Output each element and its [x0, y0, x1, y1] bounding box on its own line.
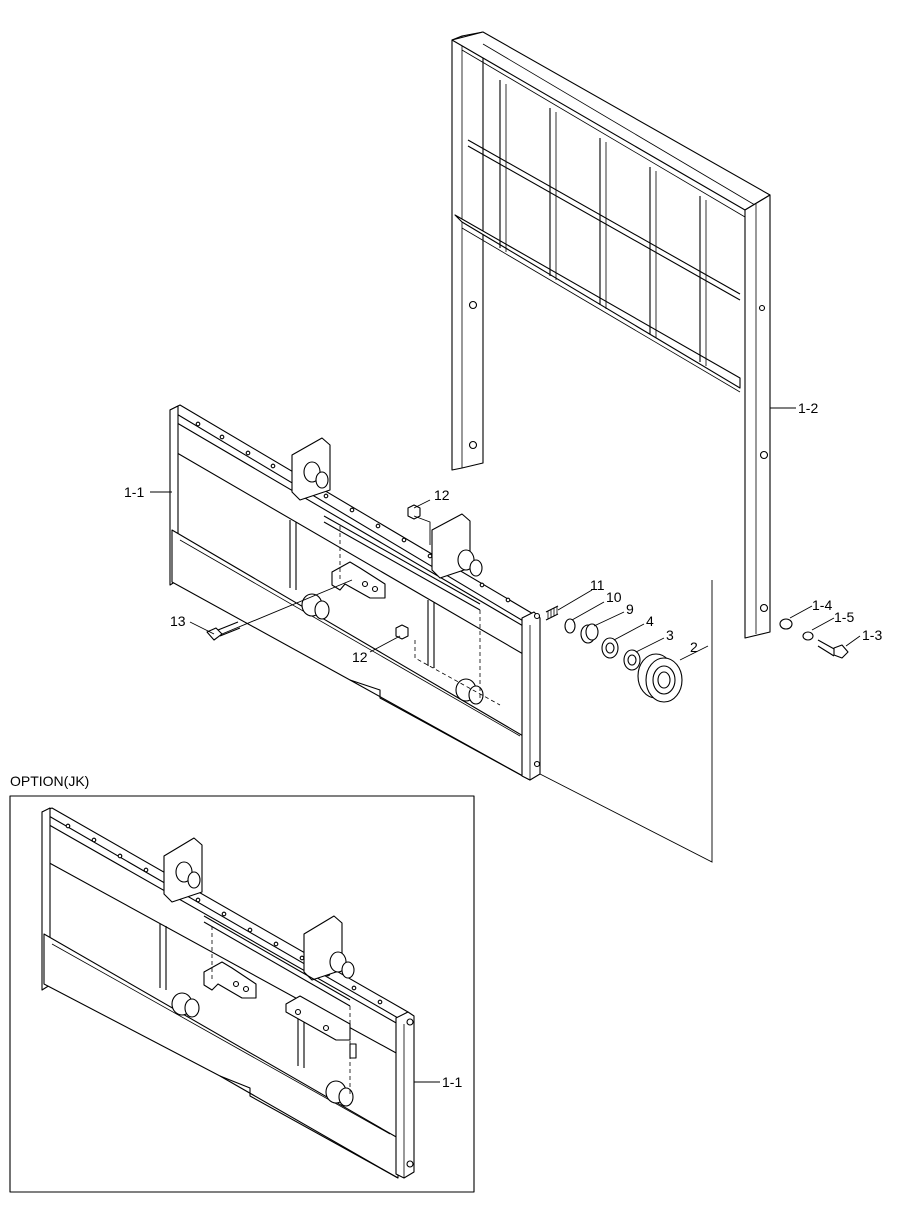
carriage-right-end: [521, 611, 541, 781]
washer-1-4: [779, 618, 793, 630]
backrest-left-post: [451, 31, 484, 471]
stud-11: [545, 605, 559, 621]
callout-1-3: 1-3: [862, 627, 882, 643]
callout-13: 13: [170, 613, 186, 629]
callout-2: 2: [690, 639, 698, 655]
backrest-hardware: [779, 618, 849, 659]
bolt-13: [206, 621, 241, 641]
callout-1-2: 1-2: [798, 400, 818, 416]
backrest-bottom-beam: [454, 214, 741, 389]
backrest-cross-rod: [467, 139, 741, 301]
bolt-1-3: [817, 639, 849, 659]
callout-1-4: 1-4: [812, 597, 832, 613]
callout-12-lower: 12: [352, 649, 368, 665]
nut-12-upper: [407, 504, 421, 520]
washer-4: [601, 637, 619, 659]
backrest-hole: [759, 603, 769, 613]
carriage-roller-lower-left: [301, 593, 330, 620]
load-backrest: [451, 31, 771, 639]
option-pin-rod: [203, 915, 351, 1007]
leader-lines: [150, 407, 861, 661]
backrest-hole: [758, 304, 766, 312]
carriage-pin-rod: [323, 515, 481, 611]
ring-10: [564, 618, 576, 634]
callout-1-1-option: 1-1: [442, 1074, 462, 1090]
roller-2: [637, 653, 683, 703]
carriage-roller-lower-right: [455, 678, 484, 705]
option-hook-bracket: [203, 961, 257, 999]
backrest-hole: [759, 450, 769, 460]
bushing-9: [580, 623, 599, 644]
callout-1-5: 1-5: [834, 609, 854, 625]
option-roller-lower-right: [325, 1080, 354, 1107]
washer-1-5: [802, 631, 814, 641]
washer-3: [623, 649, 641, 671]
assembly-connection-line: [539, 580, 713, 863]
carriage-roller-bracket-upper-left: [291, 437, 331, 501]
callout-labels: 1-1 1-2 12 12 13 11 10 9 4 3 2 1-4 1-5 1…: [124, 400, 882, 665]
backrest-hole: [468, 300, 478, 310]
callout-1-1: 1-1: [124, 484, 144, 500]
callout-10: 10: [606, 589, 622, 605]
callout-4: 4: [646, 613, 654, 629]
carriage-lower-plate: [171, 529, 531, 781]
carriage-roller-bracket-upper-right: [431, 513, 483, 579]
backrest-right-post: [744, 194, 771, 639]
option-label: OPTION(JK): [10, 773, 89, 789]
option-hook-bracket-2: [285, 995, 351, 1041]
callout-3: 3: [666, 627, 674, 643]
roller-parts: [545, 605, 683, 703]
backrest-hole: [468, 440, 478, 450]
option-frame: [9, 795, 475, 1193]
callout-12-upper: 12: [434, 487, 450, 503]
option-roller-bracket-upper-left: [163, 837, 203, 903]
callout-9: 9: [626, 601, 634, 617]
option-roller-bracket-upper-right: [303, 915, 355, 981]
option-fork-carriage: [41, 807, 415, 1179]
callout-11: 11: [590, 577, 605, 593]
fork-carriage: [169, 404, 541, 781]
option-roller-lower-left: [171, 992, 200, 1018]
carriage-hook-bracket: [331, 561, 386, 599]
nut-12-lower: [395, 624, 409, 640]
